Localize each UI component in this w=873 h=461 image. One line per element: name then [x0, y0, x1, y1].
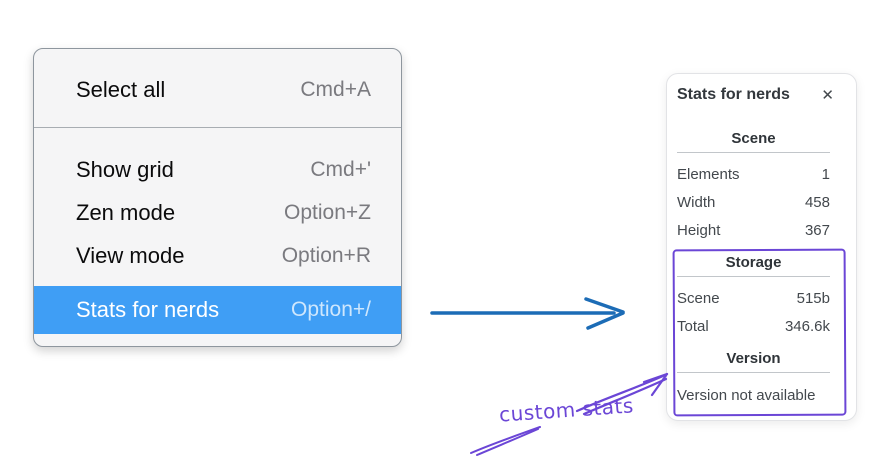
stat-row-elements: Elements 1 — [677, 160, 830, 188]
stat-row-width: Width 458 — [677, 188, 830, 216]
close-icon[interactable]: ✕ — [821, 85, 834, 104]
menu-item-stats-for-nerds[interactable]: Stats for nerds Option+/ — [34, 286, 401, 334]
stats-panel-body: Scene Elements 1 Width 458 Height 367 St… — [667, 130, 856, 409]
stat-label: Total — [677, 317, 709, 335]
menu-item-shortcut: Option+Z — [284, 200, 371, 224]
stat-value: 458 — [804, 193, 830, 211]
stat-label: Scene — [677, 289, 720, 307]
menu-item-label: View mode — [76, 242, 185, 268]
stat-value: 346.6k — [784, 317, 830, 335]
stat-label: Height — [677, 221, 721, 239]
stats-panel-header: Stats for nerds ✕ — [667, 86, 856, 104]
stat-value: 1 — [821, 165, 830, 183]
stats-section-storage: Storage Scene 515b Total 346.6k — [677, 254, 830, 340]
menu-item-shortcut: Cmd+A — [300, 78, 371, 101]
version-note: Version not available — [677, 386, 816, 404]
menu-item-select-all[interactable]: Select all Cmd+A — [34, 67, 401, 113]
menu-item-label: Zen mode — [76, 199, 176, 225]
menu-item-shortcut: Option+R — [281, 243, 371, 267]
stats-section-version: Version Version not available — [677, 350, 830, 409]
stat-value: 367 — [804, 221, 830, 239]
section-title: Version — [677, 350, 830, 373]
menu-item-shortcut: Cmd+' — [310, 157, 371, 181]
section-title: Storage — [677, 254, 830, 277]
menu-item-shortcut: Option+/ — [291, 298, 371, 321]
annotation-underline-stroke — [470, 426, 541, 456]
menu-divider — [34, 127, 401, 128]
menu-item-show-grid[interactable]: Show grid Cmd+' — [34, 148, 401, 191]
annotation-label: custom stats — [498, 393, 635, 427]
stat-label: Width — [677, 193, 716, 211]
stat-value: 515b — [796, 289, 830, 307]
stats-panel-title: Stats for nerds — [677, 86, 790, 103]
menu-item-zen-mode[interactable]: Zen mode Option+Z — [34, 191, 401, 234]
context-menu: Select all Cmd+A Show grid Cmd+' Zen mod… — [33, 48, 402, 347]
menu-item-label: Select all — [76, 77, 166, 102]
stat-row-total-storage: Total 346.6k — [677, 312, 830, 340]
stat-label: Elements — [677, 165, 740, 183]
stats-panel: Stats for nerds ✕ Scene Elements 1 Width… — [666, 73, 857, 421]
menu-item-label: Stats for nerds — [76, 297, 220, 322]
stat-row-scene-storage: Scene 515b — [677, 284, 830, 312]
flow-arrow-icon — [430, 297, 625, 330]
menu-item-view-mode[interactable]: View mode Option+R — [34, 234, 401, 277]
menu-item-label: Show grid — [76, 156, 174, 182]
section-title: Scene — [677, 130, 830, 153]
stat-row-height: Height 367 — [677, 216, 830, 244]
stats-section-scene: Scene Elements 1 Width 458 Height 367 — [677, 130, 830, 244]
